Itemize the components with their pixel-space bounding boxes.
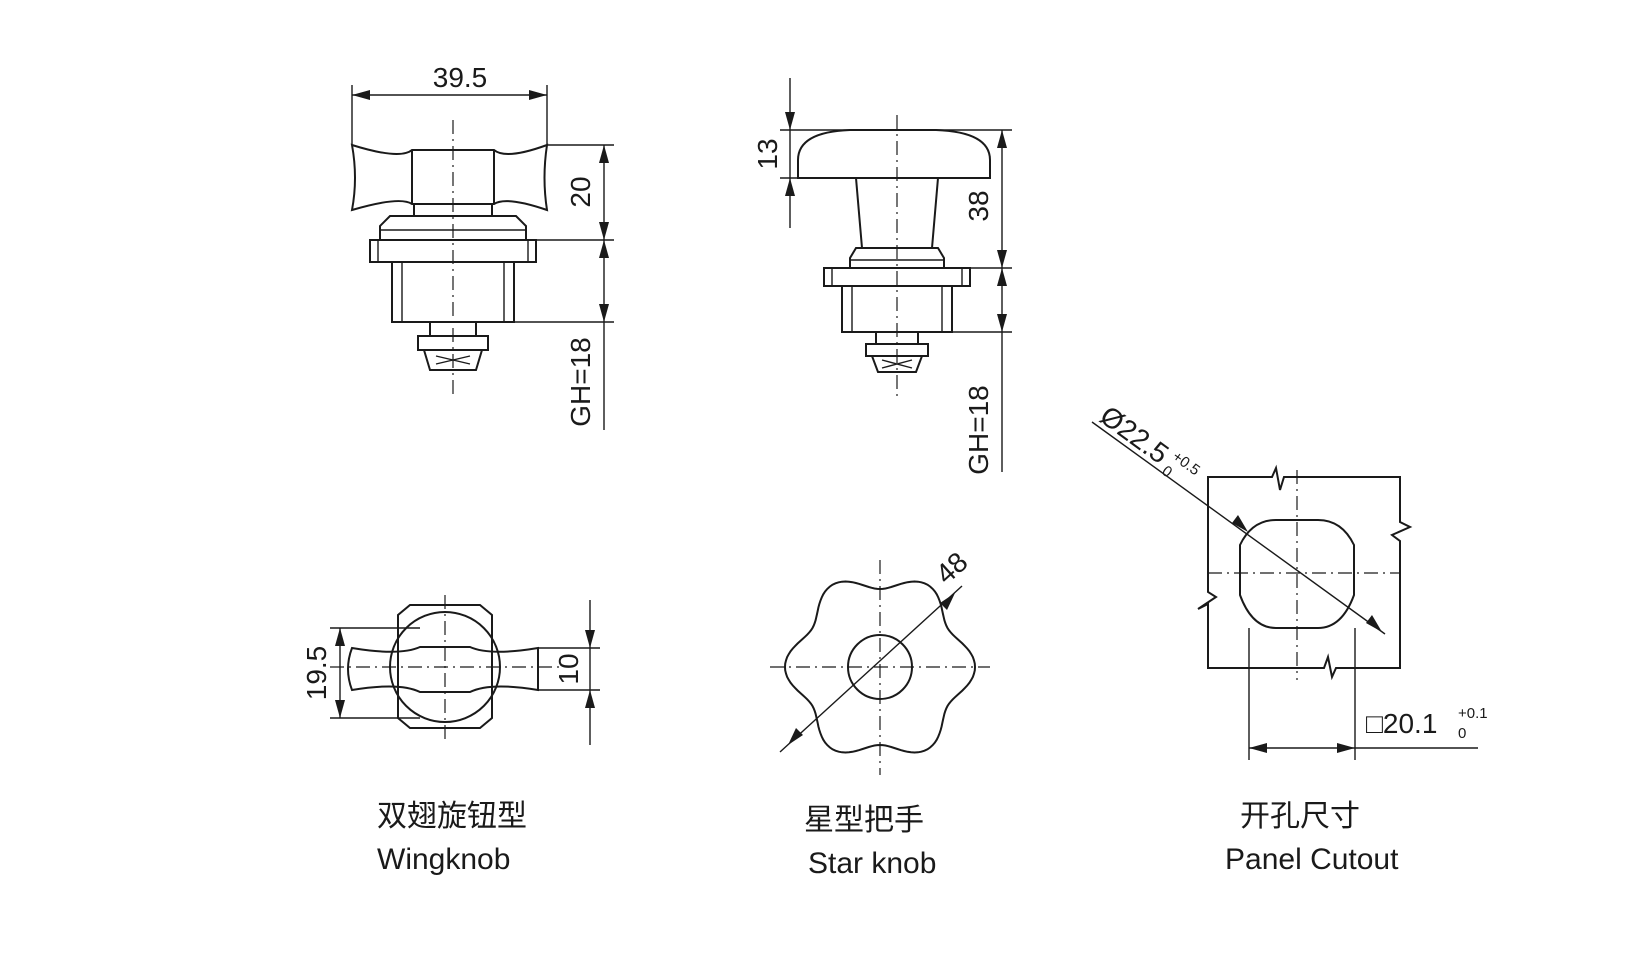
- wingknob-caption-cn: 双翅旋钮型: [377, 799, 527, 834]
- cutout-square-tol-lower: 0: [1458, 725, 1466, 742]
- wingknob-height-label: 20: [565, 176, 596, 207]
- cutout-diameter-label: Ø22.5: [1094, 400, 1174, 470]
- star-diameter-label: 48: [930, 546, 974, 590]
- wing-top-width-label: 19.5: [301, 646, 332, 701]
- cutout-diameter-tol-lower: 0: [1158, 463, 1175, 482]
- starknob-height-label: 38: [963, 190, 994, 221]
- cutout-caption-en: Panel Cutout: [1225, 843, 1399, 876]
- wingknob-width-label: 39.5: [433, 62, 488, 93]
- star-knob-outline: [783, 580, 977, 754]
- cutout-square-label: □20.1: [1366, 708, 1437, 739]
- wingknob-side-view: 39.5 20 GH=18: [350, 62, 614, 430]
- wing-thickness-label: 10: [553, 653, 584, 684]
- starknob-caption-cn: 星型把手: [804, 803, 924, 838]
- panel-cutout-view: Ø22.5 +0.5 0 □20.1 +0.1 0: [1091, 400, 1488, 760]
- starknob-gh-label: GH=18: [963, 385, 994, 475]
- starknob-side-view: 13 38 GH=18: [752, 78, 1012, 475]
- starknob-cap-label: 13: [752, 138, 783, 169]
- wingknob-top-view: 19.5 10: [301, 595, 600, 745]
- cutout-caption-cn: 开孔尺寸: [1240, 799, 1360, 834]
- wingknob-caption-en: Wingknob: [377, 843, 510, 876]
- starknob-caption-en: Star knob: [808, 847, 936, 880]
- cutout-diameter-tol-upper: +0.5: [1169, 448, 1203, 479]
- wingknob-gh-label: GH=18: [565, 337, 596, 427]
- cutout-square-tol-upper: +0.1: [1458, 705, 1488, 722]
- starknob-top-view: 48: [770, 546, 990, 775]
